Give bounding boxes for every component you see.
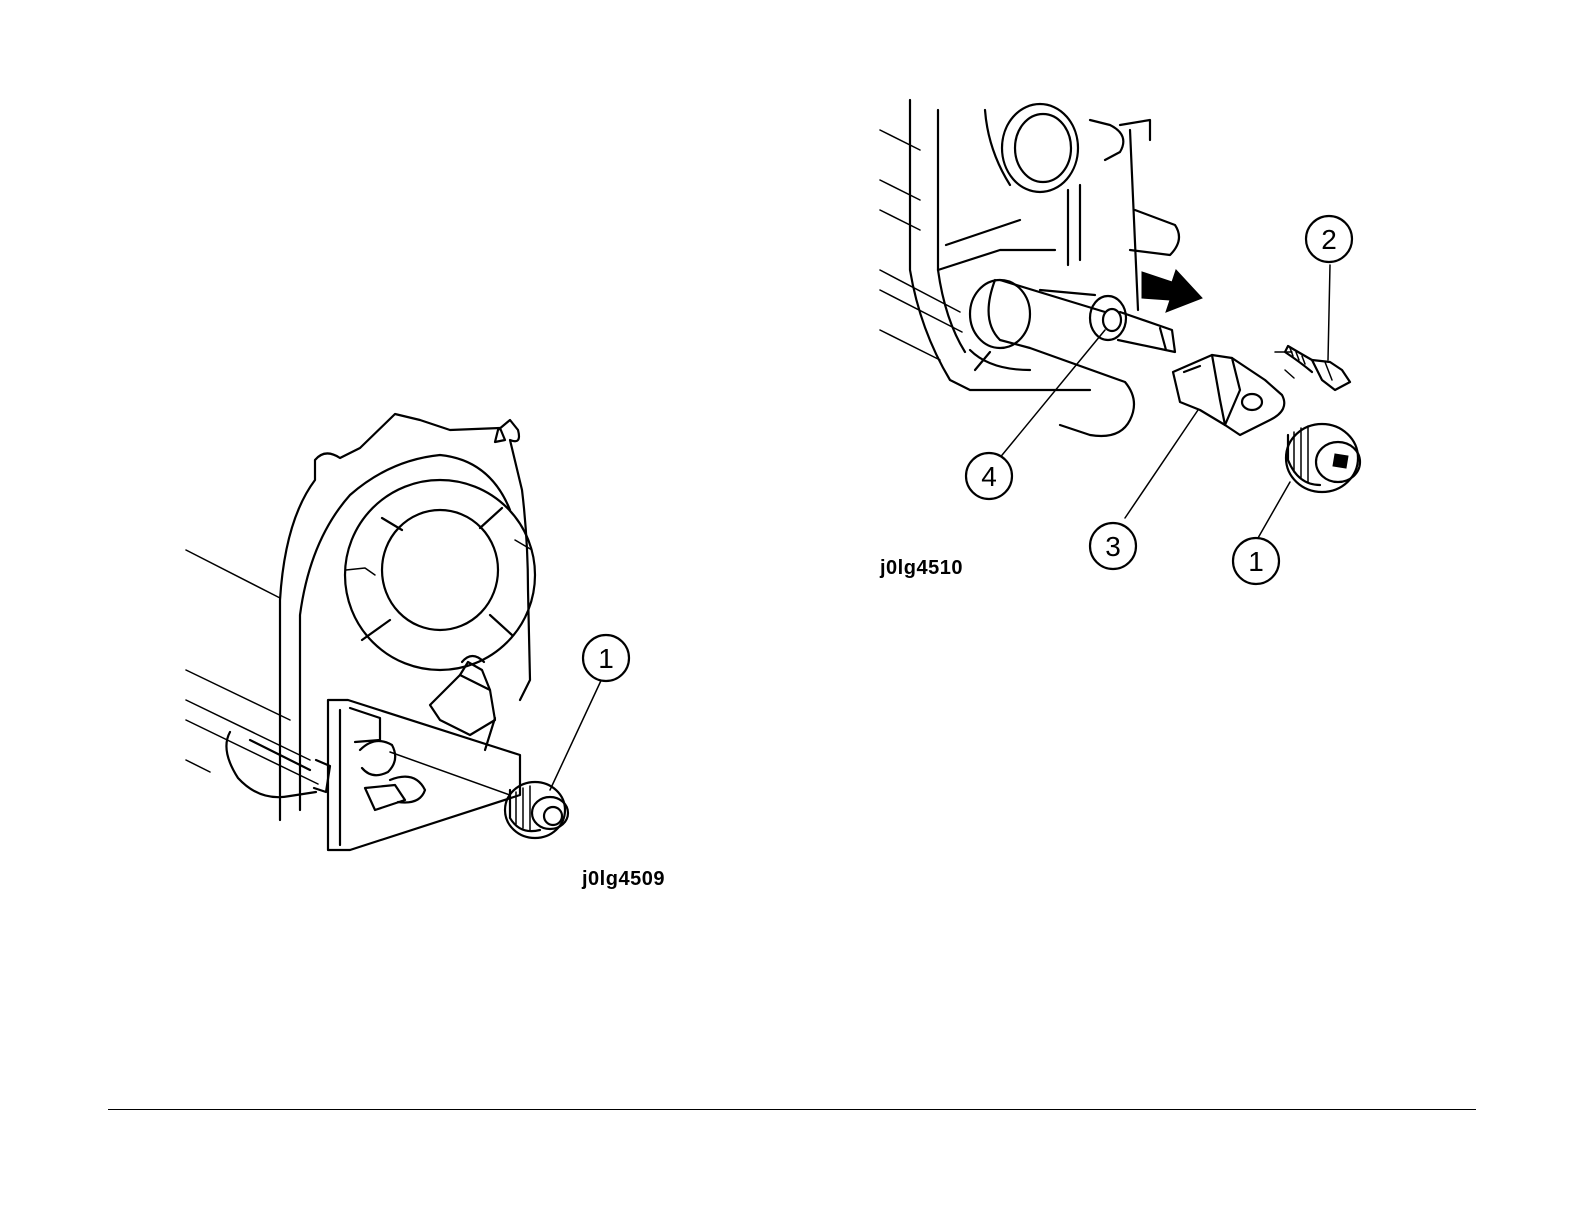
callout-1-left-label: 1 — [598, 643, 614, 674]
figure-right-id: j0lg4510 — [880, 557, 963, 580]
removal-direction-arrow — [1142, 270, 1202, 312]
knob-item-1-right — [1286, 424, 1360, 492]
figure-left-id: j0lg4509 — [582, 868, 665, 891]
callout-1-right-leader — [1258, 482, 1290, 538]
figure-right-bushing-removal: 2 4 3 1 — [880, 90, 1400, 590]
callout-1-right: 1 — [1230, 535, 1282, 587]
screw-item-2 — [1285, 346, 1350, 390]
housing-hatching-right — [880, 130, 962, 360]
motor-body — [989, 280, 1134, 436]
motor-end — [970, 280, 1030, 348]
callout-2-label: 2 — [1321, 224, 1337, 255]
callout-3: 3 — [1087, 520, 1139, 572]
right-figure-drawing — [880, 90, 1400, 590]
callout-2: 2 — [1303, 213, 1355, 265]
callout-3-label: 3 — [1105, 531, 1121, 562]
callout-1-leader — [550, 672, 605, 790]
connector — [430, 675, 495, 735]
callout-2-leader — [1328, 265, 1330, 360]
callout-1-left: 1 — [580, 632, 632, 684]
drum-outer — [345, 480, 535, 670]
callout-4: 4 — [963, 450, 1015, 502]
top-cylinder — [1002, 104, 1078, 192]
footer-rule — [108, 1109, 1476, 1110]
callout-4-leader — [998, 330, 1105, 460]
figure-left-knob-removal: 1 — [150, 400, 710, 880]
callout-4-label: 4 — [981, 461, 997, 492]
housing-hatching — [186, 550, 318, 784]
callout-1-right-label: 1 — [1248, 546, 1264, 577]
knob-item-1 — [505, 782, 568, 838]
callout-3-leader — [1125, 410, 1198, 518]
